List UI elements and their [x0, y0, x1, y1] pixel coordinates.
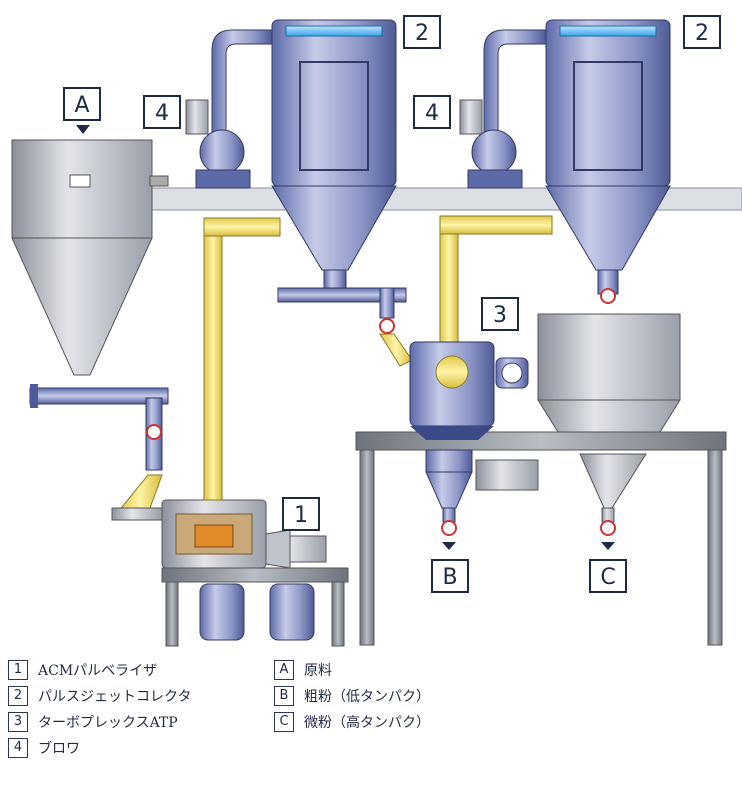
legend-item-b: B 粗粉（低タンパク）: [274, 686, 430, 706]
legend-item-a: A 原料: [274, 660, 332, 680]
svg-text:1: 1: [294, 503, 308, 528]
marker-c: C: [589, 559, 627, 593]
legend-text: 粗粉（低タンパク）: [304, 689, 430, 705]
legend-key: C: [274, 712, 294, 732]
acm-pulverizer: [111, 499, 327, 569]
legend-key: 1: [8, 660, 28, 680]
marker-1: 1: [282, 497, 320, 531]
pulse-jet-collector-right: [545, 19, 671, 304]
legend-item-c: C 微粉（高タンパク）: [274, 712, 430, 732]
svg-text:2: 2: [415, 21, 429, 46]
svg-text:4: 4: [425, 101, 439, 126]
fines-discharge-cone: [475, 453, 647, 550]
marker-2-left: 2: [403, 15, 441, 49]
legend-item-3: 3 ターボプレックスATP: [8, 712, 178, 732]
legend-key: A: [274, 660, 294, 680]
legend-item-4: 4 ブロワ: [8, 738, 80, 758]
process-flow-diagram: 1 2 2 3 4 4 A B C: [11, 15, 742, 647]
svg-text:3: 3: [493, 303, 507, 328]
coarse-discharge-cone: [425, 449, 473, 550]
pulse-jet-collector-left: [271, 19, 413, 367]
blower-left: [185, 29, 273, 189]
legend-item-1: 1 ACMパルベライザ: [8, 660, 157, 680]
marker-4-left: 4: [143, 95, 181, 129]
legend-text: パルスジェットコレクタ: [38, 689, 192, 705]
legend-text: 原料: [304, 663, 332, 679]
legend-text: 微粉（高タンパク）: [304, 715, 430, 731]
legend-key: 4: [8, 738, 28, 758]
legend-key: B: [274, 686, 294, 706]
svg-text:A: A: [74, 93, 89, 118]
feed-hopper: [11, 125, 169, 376]
marker-4-right: 4: [413, 95, 451, 129]
product-duct-left: [203, 217, 281, 501]
turboplex-classifier: [409, 341, 529, 440]
pulverizer-stand: [161, 567, 349, 647]
legend-item-2: 2 パルスジェットコレクタ: [8, 686, 191, 706]
screw-feeder: [29, 384, 169, 513]
marker-2-right: 2: [683, 15, 721, 49]
svg-text:C: C: [600, 565, 615, 590]
legend-text: ブロワ: [38, 741, 80, 757]
legend-text: ACMパルベライザ: [38, 663, 158, 679]
legend: 1 ACMパルベライザ 2 パルスジェットコレクタ 3 ターボプレックスATP …: [0, 650, 742, 807]
legend-key: 3: [8, 712, 28, 732]
lower-support-frame: [355, 431, 727, 646]
marker-3: 3: [481, 297, 519, 331]
marker-a: A: [63, 87, 101, 121]
svg-text:2: 2: [695, 21, 709, 46]
svg-text:4: 4: [155, 101, 169, 126]
marker-b: B: [431, 559, 469, 593]
fines-hopper: [537, 313, 681, 433]
blower-right: [459, 29, 547, 189]
svg-text:B: B: [442, 565, 457, 590]
legend-key: 2: [8, 686, 28, 706]
legend-text: ターボプレックスATP: [38, 715, 178, 731]
